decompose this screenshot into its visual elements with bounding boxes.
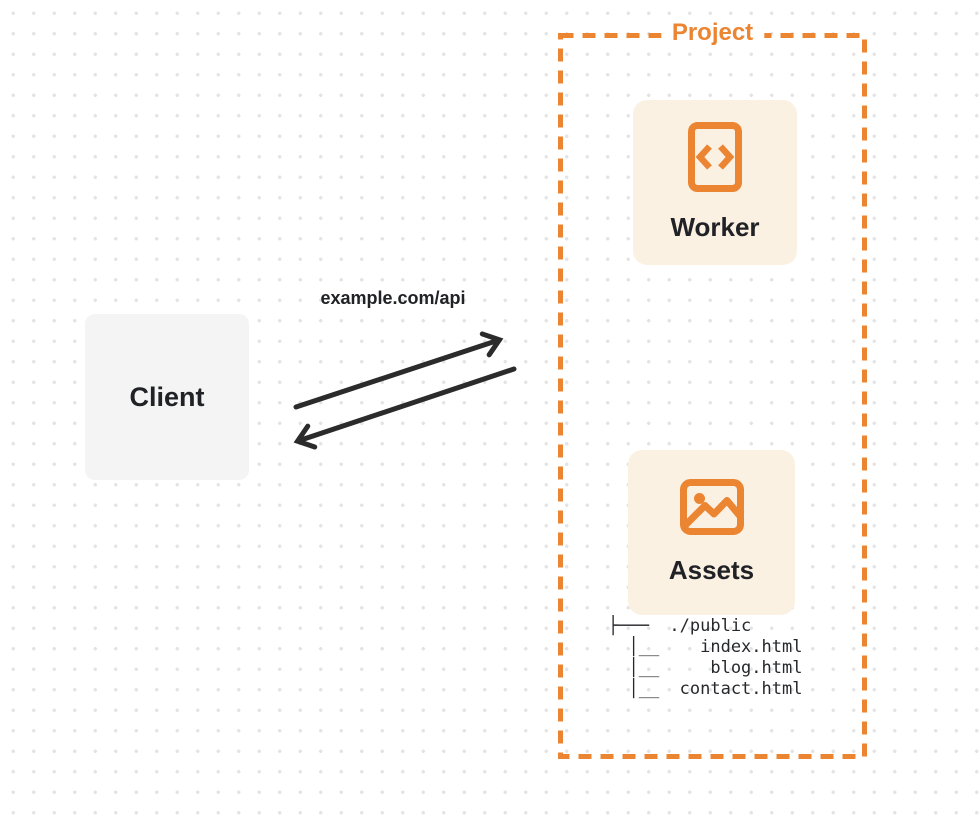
- client-node: Client: [85, 314, 249, 480]
- worker-node: Worker: [633, 100, 797, 265]
- response-arrow: [293, 366, 517, 450]
- assets-label: Assets: [668, 555, 755, 585]
- assets-node: Assets: [628, 450, 795, 615]
- project-dashed-border: [558, 33, 867, 759]
- code-icon: [688, 122, 742, 192]
- project-boundary: Project Worker Assets: [558, 18, 867, 759]
- project-label: Project: [660, 18, 765, 48]
- file-tree: ├─── ./public │__ index.html │__ blog.ht…: [608, 616, 803, 699]
- request-arrow: [293, 331, 504, 410]
- request-url-label: example.com/api: [320, 288, 466, 308]
- client-label: Client: [129, 381, 205, 412]
- image-icon: [679, 479, 744, 535]
- worker-label: Worker: [670, 212, 760, 242]
